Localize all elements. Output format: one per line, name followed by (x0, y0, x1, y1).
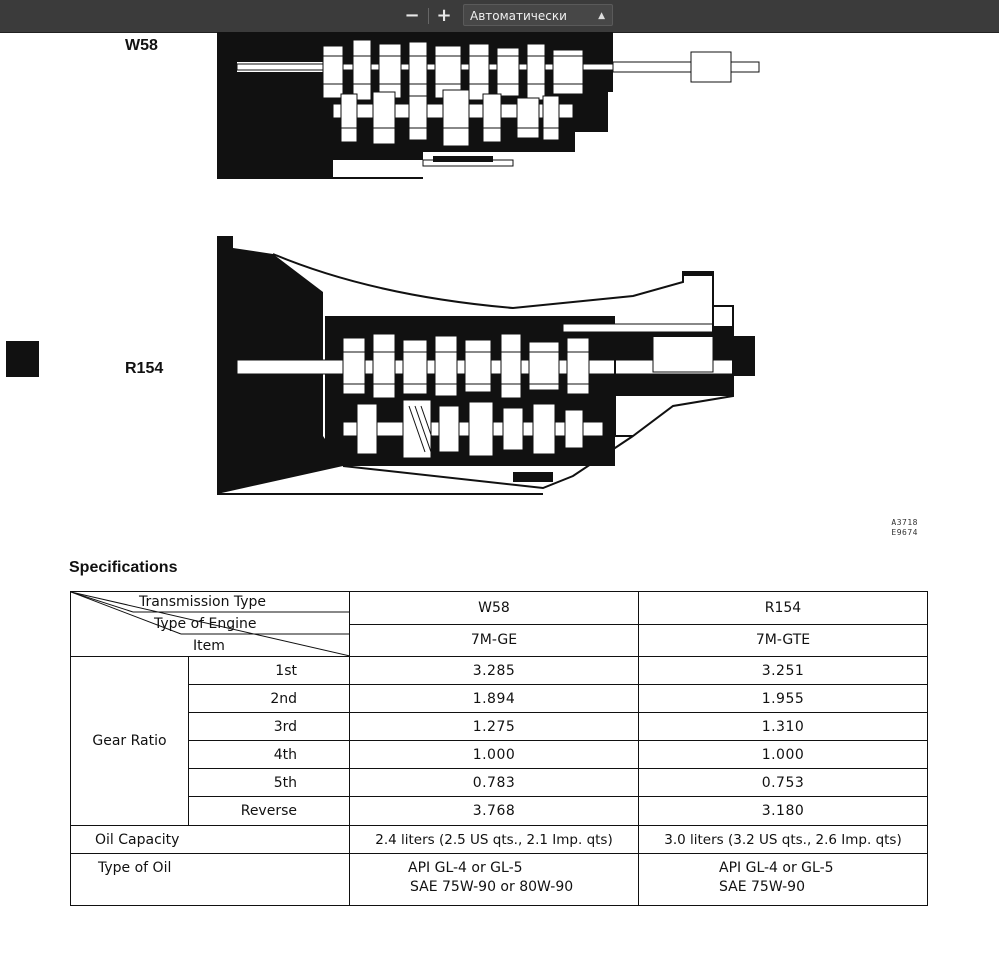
item-label: Item (193, 638, 225, 654)
header-corner-cell: Transmission Type Type of Engine Item (70, 591, 350, 657)
oil-type-label: Type of Oil (70, 853, 350, 906)
section-index-tab (6, 341, 39, 377)
r154-ratio-value: 1.310 (638, 712, 928, 741)
r154-ratio-value: 1.955 (638, 684, 928, 713)
oil-spec-line: API GL-4 or GL-5 (719, 859, 927, 878)
w58-ratio-value: 1.275 (349, 712, 639, 741)
r154-transmission-header: R154 (638, 591, 928, 625)
specifications-table: Transmission Type Type of Engine Item W5… (70, 591, 928, 906)
w58-ratio-value: 3.768 (349, 796, 639, 826)
w58-ratio-value: 0.783 (349, 768, 639, 797)
oil-api-grade: API GL-4 or GL-5 (719, 860, 834, 876)
r154-engine-header: 7M-GTE (638, 623, 928, 657)
r154-ratio-value: 3.180 (638, 796, 928, 826)
oil-spec-line: SAE 75W-90 or 80W-90 (410, 878, 638, 897)
w58-engine-header: 7M-GE (349, 623, 639, 657)
oil-sae-grade: SAE 75W-90 (719, 879, 805, 895)
r154-ratio-value: 3.251 (638, 656, 928, 685)
zoom-select-value: Автоматически (470, 9, 567, 23)
oil-api-grade: API GL-4 or GL-5 (408, 860, 523, 876)
w58-oil-capacity: 2.4 liters (2.5 US qts., 2.1 Imp. qts) (349, 825, 639, 854)
oil-sae-grade: SAE 75W-90 or 80W-90 (410, 879, 574, 895)
engine-type-label: Type of Engine (154, 616, 257, 632)
oil-spec-line: SAE 75W-90 (719, 878, 927, 897)
diagonal-divider-lines (71, 592, 350, 656)
r154-oil-capacity: 3.0 liters (3.2 US qts., 2.6 Imp. qts) (638, 825, 928, 854)
pdf-toolbar: − + Автоматически ▲ (0, 0, 999, 33)
toolbar-separator (428, 8, 429, 24)
w58-ratio-value: 1.000 (349, 740, 639, 769)
oil-capacity-label: Oil Capacity (70, 825, 350, 854)
r154-ratio-value: 1.000 (638, 740, 928, 769)
w58-transmission-header: W58 (349, 591, 639, 625)
r154-transmission-drawing (217, 236, 755, 495)
figure-code-line: A3718 (891, 518, 918, 527)
figure-code: A3718 E9674 (872, 518, 918, 538)
updown-caret-icon: ▲ (598, 11, 605, 21)
gear-name: 5th (188, 768, 350, 797)
gear-name: Reverse (188, 796, 350, 826)
w58-label: W58 (125, 37, 158, 54)
w58-ratio-value: 1.894 (349, 684, 639, 713)
gear-name: 2nd (188, 684, 350, 713)
gear-ratio-label: Gear Ratio (70, 656, 189, 826)
zoom-in-button[interactable]: + (436, 5, 452, 26)
gear-name: 4th (188, 740, 350, 769)
oil-spec-line: API GL-4 or GL-5 (408, 859, 638, 878)
zoom-out-button[interactable]: − (404, 5, 420, 26)
figure-code-line: E9674 (891, 528, 918, 537)
transmission-type-label: Transmission Type (139, 594, 267, 610)
gear-name: 3rd (188, 712, 350, 741)
r154-label: R154 (125, 360, 164, 377)
w58-oil-type: API GL-4 or GL-5 SAE 75W-90 or 80W-90 (349, 853, 639, 906)
zoom-select[interactable]: Автоматически ▲ (463, 4, 613, 26)
gear-name: 1st (188, 656, 350, 685)
r154-oil-type: API GL-4 or GL-5 SAE 75W-90 (638, 853, 928, 906)
specifications-heading: Specifications (69, 559, 178, 576)
r154-ratio-value: 0.753 (638, 768, 928, 797)
w58-ratio-value: 3.285 (349, 656, 639, 685)
w58-transmission-drawing (217, 32, 760, 179)
